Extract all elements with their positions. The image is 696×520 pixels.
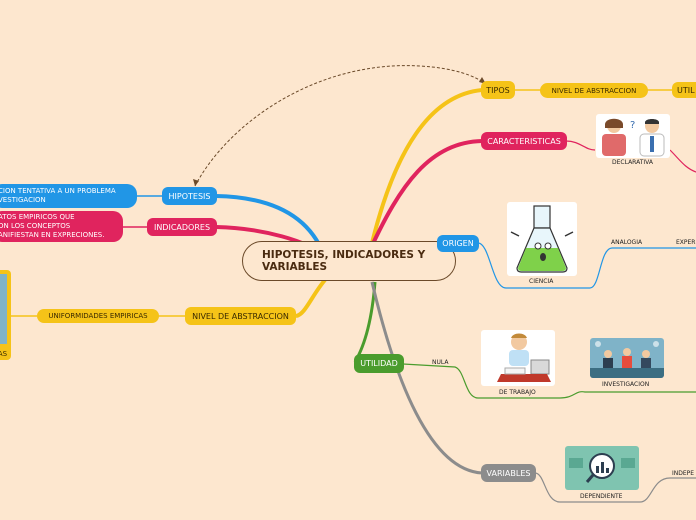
label-investigacion: INVESTIGACION — [602, 381, 650, 388]
node-nivel-abstraccion-left[interactable]: NIVEL DE ABSTRACCION — [185, 307, 296, 325]
partial-image — [0, 274, 7, 344]
chart-search-icon — [569, 453, 635, 483]
label-de-trabajo: DE TRABAJO — [499, 389, 536, 396]
central-topic[interactable]: HIPOTESIS, INDICADORES Y VARIABLES — [242, 241, 456, 281]
label-exper-partial: EXPER — [676, 239, 696, 246]
label-dependiente: DEPENDIENTE — [580, 493, 623, 500]
declarativa-illustration: ? — [596, 114, 670, 158]
label-declarativa: DECLARATIVA — [612, 159, 654, 166]
node-indicadores[interactable]: INDICADORES — [147, 218, 217, 236]
team-icon — [590, 341, 664, 378]
label-as-partial: AS — [0, 350, 8, 358]
hipotesis-def-line2: VESTIGACION — [0, 196, 46, 204]
ciencia-illustration — [507, 202, 577, 276]
node-utilidad[interactable]: UTILIDAD — [354, 354, 404, 373]
dependiente-illustration — [565, 446, 639, 490]
worker-icon — [497, 333, 551, 382]
node-hipotesis[interactable]: HIPOTESIS — [162, 187, 217, 205]
node-tipos[interactable]: TIPOS — [481, 81, 515, 99]
de-trabajo-illustration — [481, 330, 555, 386]
node-util-partial[interactable]: UTIL — [672, 82, 696, 98]
investigacion-illustration — [590, 338, 664, 378]
indicadores-def-line3: ANIFIESTAN EN EXPRECIONES. — [0, 231, 105, 239]
node-nivel-abstraccion-right[interactable]: NIVEL DE ABSTRACCION — [540, 83, 648, 98]
label-analogia: ANALOGIA — [611, 239, 643, 246]
hipotesis-def-line1: CION TENTATIVA A UN PROBLEMA — [0, 187, 116, 195]
people-icon: ? — [602, 118, 665, 157]
central-title: HIPOTESIS, INDICADORES Y VARIABLES — [262, 249, 426, 273]
node-variables[interactable]: VARIABLES — [481, 464, 536, 482]
node-uniformidades-empiricas[interactable]: UNIFORMIDADES EMPIRICAS — [37, 309, 159, 323]
label-indepe-partial: INDEPE — [672, 470, 695, 477]
label-nula: NULA — [432, 359, 449, 366]
indicadores-def-line1: ATOS EMPIRICOS QUE — [0, 213, 75, 221]
node-origen[interactable]: ORIGEN — [437, 235, 479, 252]
node-as-partial[interactable]: AS — [0, 270, 11, 360]
flask-icon — [510, 205, 574, 273]
svg-text:?: ? — [630, 120, 635, 131]
label-ciencia: CIENCIA — [529, 278, 554, 285]
indicadores-def-line2: ON LOS CONCEPTOS — [0, 222, 71, 230]
node-caracteristicas[interactable]: CARACTERISTICAS — [481, 132, 567, 150]
